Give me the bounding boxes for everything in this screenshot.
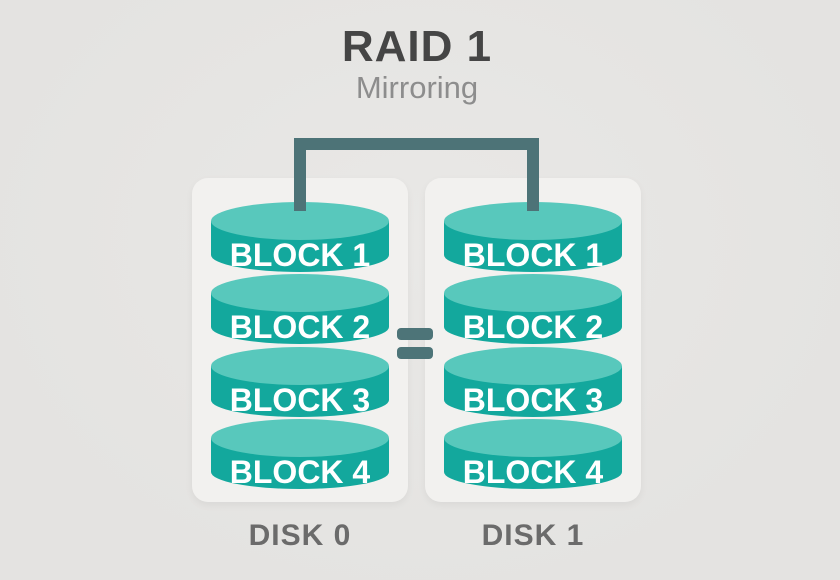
cylinder-top-icon [444,347,622,385]
disk-0-block-3: BLOCK 3 [211,347,389,417]
equals-icon [397,328,433,359]
block-label: BLOCK 4 [462,454,604,490]
cylinder-top-icon [211,347,389,385]
disk-1-block-2: BLOCK 2 [444,274,622,344]
diagram-subtitle: Mirroring [355,70,479,105]
block-label: BLOCK 1 [462,237,604,273]
block-label: BLOCK 3 [229,382,371,418]
disk-0-block-2: BLOCK 2 [211,274,389,344]
disk-1-block-4: BLOCK 4 [444,419,622,489]
cylinder-top-icon [444,419,622,457]
equals-bar-bottom [397,347,433,359]
mirror-connector-icon [294,138,539,211]
disk-1-block-1: BLOCK 1 [444,202,622,272]
disk-0-block-4: BLOCK 4 [211,419,389,489]
block-label: BLOCK 2 [229,309,371,345]
disk-1-panel: BLOCK 1 BLOCK 2 BLOCK 3 BLOCK 4 [425,178,641,502]
diagram-title: RAID 1 [341,22,493,71]
block-label: BLOCK 4 [229,454,371,490]
cylinder-top-icon [211,274,389,312]
cylinder-top-icon [444,274,622,312]
block-label: BLOCK 3 [462,382,604,418]
disk-0-block-1: BLOCK 1 [211,202,389,272]
block-label: BLOCK 1 [229,237,371,273]
block-label: BLOCK 2 [462,309,604,345]
disk-0-panel: BLOCK 1 BLOCK 2 BLOCK 3 BLOCK 4 [192,178,408,502]
cylinder-top-icon [211,419,389,457]
disk-0-label: DISK 0 [248,519,352,552]
disk-1-block-3: BLOCK 3 [444,347,622,417]
disk-1-label: DISK 1 [481,519,585,552]
equals-bar-top [397,328,433,340]
